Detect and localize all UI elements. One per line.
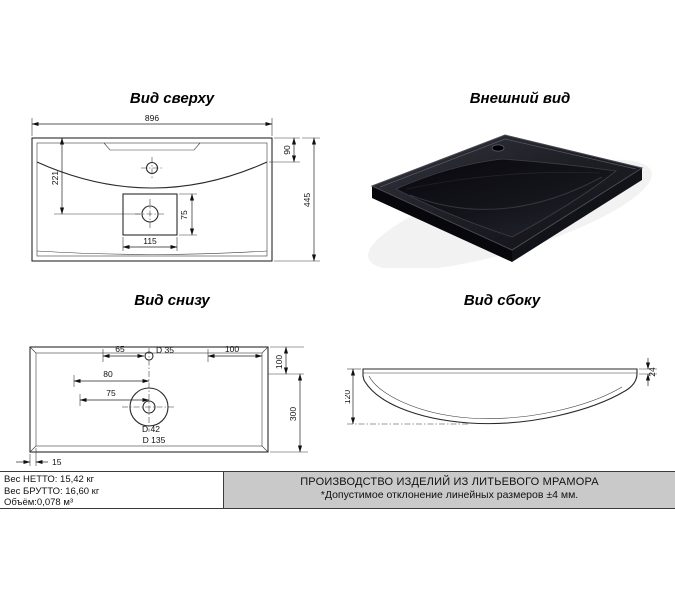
dim-rim-24: 24 bbox=[647, 367, 657, 377]
dim-rim-90: 90 bbox=[282, 145, 292, 155]
dim-height-120: 120 bbox=[345, 390, 352, 404]
sink-rim-highlight bbox=[379, 138, 637, 188]
production-title: ПРОИЗВОДСТВО ИЗДЕЛИЙ ИЗ ЛИТЬЕВОГО МРАМОР… bbox=[300, 476, 599, 488]
dim-right-300: 300 bbox=[288, 407, 298, 421]
label-d35: D 35 bbox=[156, 345, 174, 355]
dim-offset-221: 221 bbox=[50, 171, 60, 185]
tolerance-note: *Допустимое отклонение линейных размеров… bbox=[320, 489, 579, 501]
dim-edge-15: 15 bbox=[52, 457, 62, 467]
basin-back-shade bbox=[405, 171, 601, 190]
label-d42: D 42 bbox=[142, 424, 160, 434]
label-d135: D 135 bbox=[143, 435, 166, 445]
drain-hole-d42 bbox=[142, 400, 156, 414]
overflow-hole-d35 bbox=[144, 351, 154, 361]
top-view-drawing: 896 90 445 221 75 115 bbox=[31, 113, 320, 262]
sink-basin bbox=[395, 158, 617, 238]
dim-drain-115: 115 bbox=[143, 236, 157, 246]
external-view-drawing bbox=[368, 134, 652, 268]
gross-weight: Вес БРУТТО: 16,60 кг bbox=[4, 485, 100, 497]
dim-depth-445: 445 bbox=[302, 193, 312, 207]
faucet-deck-line bbox=[103, 142, 201, 151]
footer-bar: Вес НЕТТО: 15,42 кг Вес БРУТТО: 16,60 кг… bbox=[0, 471, 675, 509]
sink-front-right-face bbox=[512, 168, 642, 262]
basin-front-curve bbox=[36, 250, 268, 255]
bottom-outer-outline bbox=[29, 346, 269, 453]
dim-drain-75: 75 bbox=[179, 210, 189, 220]
dim-75: 75 bbox=[106, 388, 116, 398]
title-side-view: Вид сбоку bbox=[463, 292, 541, 309]
dim-top-100: 100 bbox=[225, 344, 239, 354]
faucet-hole-3d bbox=[491, 144, 505, 152]
production-note-panel: ПРОИЗВОДСТВО ИЗДЕЛИЙ ИЗ ЛИТЬЕВОГО МРАМОР… bbox=[224, 472, 675, 508]
drain-recess-d135 bbox=[129, 387, 169, 427]
dim-right-100: 100 bbox=[274, 355, 284, 369]
side-view-drawing: 120 24 bbox=[345, 358, 657, 425]
dim-width-896: 896 bbox=[145, 113, 159, 123]
net-weight: Вес НЕТТО: 15,42 кг bbox=[4, 474, 95, 485]
basin-curve-highlight bbox=[409, 176, 603, 210]
dim-80: 80 bbox=[103, 369, 113, 379]
sink-front-left-face bbox=[372, 186, 512, 262]
weight-info-panel: Вес НЕТТО: 15,42 кг Вес БРУТТО: 16,60 кг… bbox=[0, 472, 224, 508]
sink-outer-outline bbox=[31, 137, 273, 262]
volume: Объём:0,078 м³ bbox=[4, 497, 74, 509]
title-external-view: Внешний вид bbox=[469, 90, 571, 107]
drain-mount-rect bbox=[122, 193, 178, 236]
title-bottom-view: Вид снизу bbox=[134, 292, 210, 309]
basin-wall-inner-line bbox=[368, 375, 623, 419]
basin-back-curve bbox=[36, 161, 268, 189]
dim-hole-65: 65 bbox=[115, 344, 125, 354]
title-top-view: Вид сверху bbox=[129, 90, 215, 107]
side-profile-outline bbox=[362, 368, 638, 425]
bottom-view-drawing: D 35 65 100 80 75 D 42 D 135 100 300 bbox=[16, 344, 308, 467]
sink-inner-outline bbox=[36, 142, 268, 257]
